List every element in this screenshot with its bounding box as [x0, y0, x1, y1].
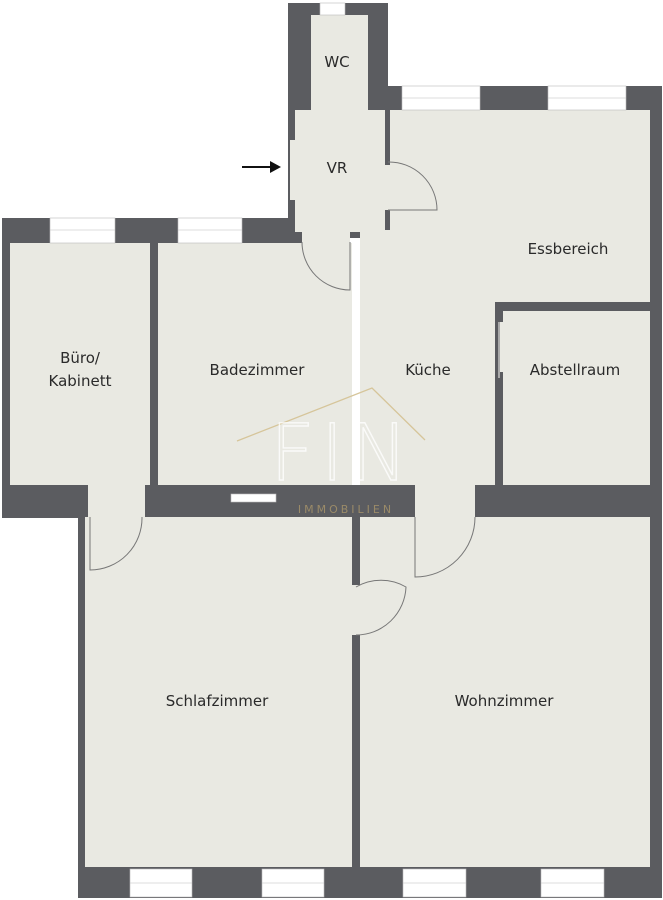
label-kabinett: Kabinett — [49, 372, 112, 390]
logo-main-text: FIN — [270, 409, 414, 499]
room-abstellraum — [503, 311, 650, 485]
room-wc — [311, 15, 368, 112]
room-badezimmer — [158, 243, 352, 485]
label-vr: VR — [327, 159, 348, 177]
label-kueche: Küche — [405, 361, 451, 379]
label-abstellraum: Abstellraum — [530, 361, 621, 379]
room-schlafzimmer — [85, 517, 352, 867]
room-labels: WC VR Essbereich Büro/ Kabinett Badezimm… — [49, 53, 621, 710]
windows — [49, 2, 627, 898]
label-buero: Büro/ — [60, 349, 101, 367]
watermark-logo: FIN IMMOBILIEN — [236, 387, 426, 516]
room-wohnzimmer — [360, 517, 650, 867]
room-buero — [10, 243, 150, 485]
label-wohnzimmer: Wohnzimmer — [455, 692, 555, 710]
arrow-right-icon — [242, 161, 281, 173]
doors — [89, 161, 500, 636]
floors — [10, 15, 650, 867]
room-vr — [295, 110, 385, 232]
logo-sub-text: IMMOBILIEN — [298, 503, 394, 516]
label-essbereich: Essbereich — [528, 240, 609, 258]
label-wc: WC — [324, 53, 349, 71]
label-schlafzimmer: Schlafzimmer — [166, 692, 269, 710]
label-badezimmer: Badezimmer — [210, 361, 306, 379]
